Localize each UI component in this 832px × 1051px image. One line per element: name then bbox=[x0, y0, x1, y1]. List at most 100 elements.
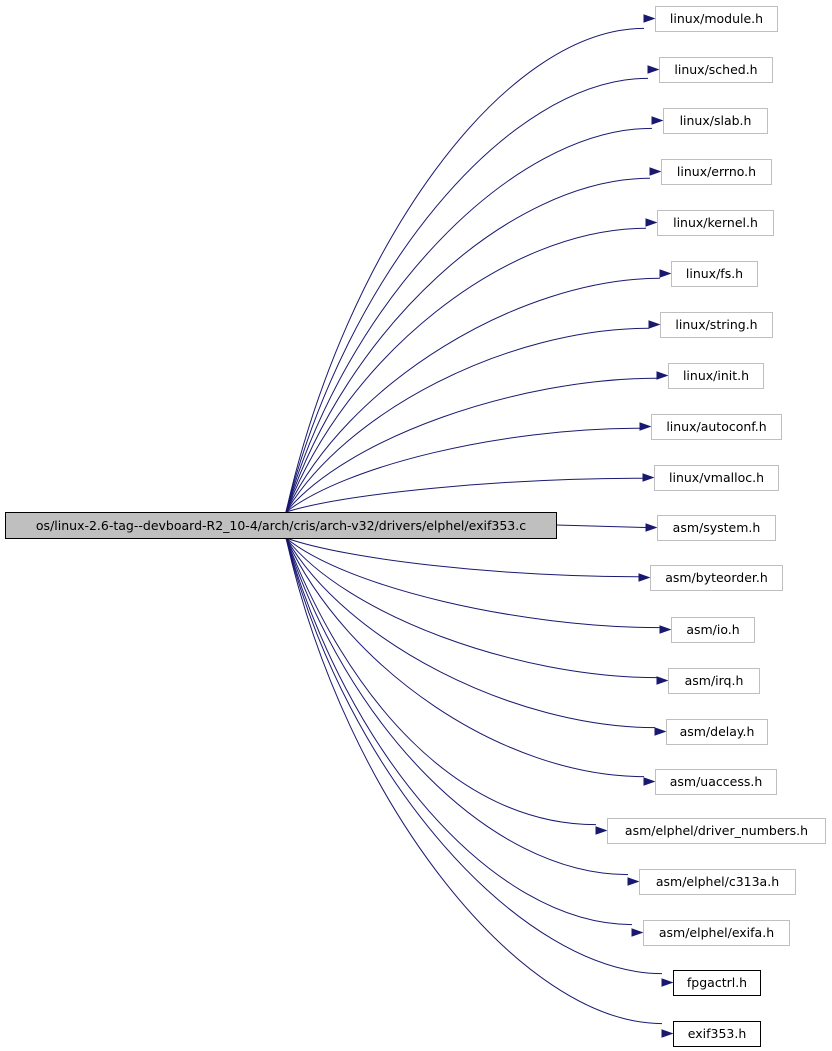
edge-to-linux-kernel-h bbox=[285, 227, 647, 513]
arrowhead-asm-io-h bbox=[659, 625, 672, 634]
arrowhead-asm-uaccess-h bbox=[643, 777, 656, 786]
arrowhead-asm-delay-h bbox=[654, 727, 667, 736]
include-node-linux-vmalloc-h[interactable]: linux/vmalloc.h bbox=[654, 465, 779, 491]
include-node-asm-byteorder-h[interactable]: asm/byteorder.h bbox=[650, 565, 783, 591]
include-node-linux-string-h[interactable]: linux/string.h bbox=[660, 312, 773, 338]
arrowhead-linux-slab-h bbox=[651, 116, 664, 125]
include-node-asm-irq-h[interactable]: asm/irq.h bbox=[668, 668, 760, 694]
arrowhead-asm-elphel-driver-numbers-h bbox=[595, 826, 608, 835]
include-label: linux/vmalloc.h bbox=[669, 470, 764, 485]
include-label: exif353.h bbox=[688, 1026, 747, 1041]
include-label: linux/module.h bbox=[670, 11, 763, 26]
edge-to-asm-delay-h bbox=[285, 537, 656, 729]
arrowhead-linux-kernel-h bbox=[645, 218, 658, 227]
source-file-label: os/linux-2.6-tag--devboard-R2_10-4/arch/… bbox=[36, 518, 526, 533]
include-node-linux-kernel-h[interactable]: linux/kernel.h bbox=[657, 210, 774, 236]
include-box bbox=[643, 920, 790, 946]
include-box bbox=[657, 515, 776, 541]
include-node-asm-uaccess-h[interactable]: asm/uaccess.h bbox=[655, 769, 777, 795]
include-box bbox=[650, 565, 783, 591]
edge-to-asm-uaccess-h bbox=[285, 537, 645, 778]
include-node-linux-fs-h[interactable]: linux/fs.h bbox=[671, 261, 758, 287]
arrowhead-linux-sched-h bbox=[647, 65, 660, 74]
include-label: asm/elphel/driver_numbers.h bbox=[625, 823, 808, 838]
include-box bbox=[661, 159, 772, 185]
include-node-linux-autoconf-h[interactable]: linux/autoconf.h bbox=[651, 414, 782, 440]
include-label: asm/io.h bbox=[686, 622, 739, 637]
nodes-layer: os/linux-2.6-tag--devboard-R2_10-4/arch/… bbox=[5, 6, 826, 1047]
edge-to-asm-system-h bbox=[555, 524, 647, 528]
edge-to-asm-byteorder-h bbox=[285, 537, 640, 578]
include-box bbox=[663, 108, 768, 134]
include-box bbox=[657, 210, 774, 236]
include-node-asm-io-h[interactable]: asm/io.h bbox=[671, 617, 755, 643]
include-node-linux-errno-h[interactable]: linux/errno.h bbox=[661, 159, 772, 185]
include-label: asm/delay.h bbox=[680, 724, 755, 739]
edge-to-linux-vmalloc-h bbox=[285, 477, 644, 513]
edge-to-linux-fs-h bbox=[285, 277, 661, 513]
include-label: linux/slab.h bbox=[680, 113, 752, 128]
include-label: asm/irq.h bbox=[685, 673, 744, 688]
include-node-fpgactrl-h[interactable]: fpgactrl.h bbox=[673, 970, 761, 996]
include-node-linux-slab-h[interactable]: linux/slab.h bbox=[663, 108, 768, 134]
arrowhead-linux-autoconf-h bbox=[639, 422, 652, 431]
edge-to-asm-io-h bbox=[285, 537, 661, 629]
edge-to-exif353-h bbox=[285, 537, 663, 1025]
include-box bbox=[655, 769, 777, 795]
include-node-linux-init-h[interactable]: linux/init.h bbox=[668, 363, 764, 389]
include-label: asm/byteorder.h bbox=[665, 570, 768, 585]
include-label: fpgactrl.h bbox=[687, 975, 747, 990]
include-node-asm-elphel-c313a-h[interactable]: asm/elphel/c313a.h bbox=[639, 869, 796, 895]
arrowhead-exif353-h bbox=[661, 1029, 674, 1038]
edge-to-linux-init-h bbox=[285, 377, 658, 513]
arrowhead-linux-string-h bbox=[648, 320, 661, 329]
include-box bbox=[607, 818, 826, 844]
source-file-node[interactable]: os/linux-2.6-tag--devboard-R2_10-4/arch/… bbox=[5, 512, 557, 539]
arrowhead-linux-vmalloc-h bbox=[642, 473, 655, 482]
edge-to-asm-elphel-c313a-h bbox=[285, 537, 629, 876]
edge-to-asm-irq-h bbox=[285, 537, 658, 679]
include-node-linux-module-h[interactable]: linux/module.h bbox=[655, 6, 778, 32]
include-node-linux-sched-h[interactable]: linux/sched.h bbox=[659, 57, 773, 83]
include-label: linux/errno.h bbox=[677, 164, 756, 179]
edge-to-linux-autoconf-h bbox=[285, 427, 641, 513]
arrowhead-linux-module-h bbox=[643, 14, 656, 23]
include-label: linux/init.h bbox=[683, 368, 749, 383]
include-label: asm/elphel/exifa.h bbox=[659, 925, 774, 940]
include-node-asm-delay-h[interactable]: asm/delay.h bbox=[666, 719, 768, 745]
include-box bbox=[654, 465, 779, 491]
arrowhead-linux-fs-h bbox=[659, 269, 672, 278]
arrowhead-linux-init-h bbox=[656, 371, 669, 380]
include-node-exif353-h[interactable]: exif353.h bbox=[673, 1021, 761, 1047]
arrowhead-asm-irq-h bbox=[656, 676, 669, 685]
include-label: linux/sched.h bbox=[674, 62, 757, 77]
edge-to-linux-module-h bbox=[285, 27, 645, 513]
include-box bbox=[659, 57, 773, 83]
include-box bbox=[673, 970, 761, 996]
include-label: asm/system.h bbox=[673, 520, 761, 535]
include-label: asm/elphel/c313a.h bbox=[656, 874, 779, 889]
include-box bbox=[668, 668, 760, 694]
include-node-asm-system-h[interactable]: asm/system.h bbox=[657, 515, 776, 541]
edges-layer bbox=[285, 14, 674, 1038]
edge-to-asm-elphel-driver-numbers-h bbox=[285, 537, 597, 826]
arrowhead-fpgactrl-h bbox=[661, 978, 674, 987]
include-box bbox=[639, 869, 796, 895]
include-box bbox=[660, 312, 773, 338]
include-box bbox=[671, 261, 758, 287]
include-label: asm/uaccess.h bbox=[670, 774, 763, 789]
include-label: linux/fs.h bbox=[686, 266, 743, 281]
arrowhead-linux-errno-h bbox=[649, 167, 662, 176]
include-box bbox=[673, 1021, 761, 1047]
edge-to-asm-elphel-exifa-h bbox=[285, 537, 633, 926]
include-box bbox=[655, 6, 778, 32]
include-node-asm-elphel-exifa-h[interactable]: asm/elphel/exifa.h bbox=[643, 920, 790, 946]
include-label: linux/string.h bbox=[675, 317, 757, 332]
arrowhead-asm-elphel-exifa-h bbox=[631, 928, 644, 937]
include-box bbox=[651, 414, 782, 440]
include-node-asm-elphel-driver-numbers-h[interactable]: asm/elphel/driver_numbers.h bbox=[607, 818, 826, 844]
include-label: linux/kernel.h bbox=[673, 215, 758, 230]
edge-to-fpgactrl-h bbox=[285, 537, 663, 975]
